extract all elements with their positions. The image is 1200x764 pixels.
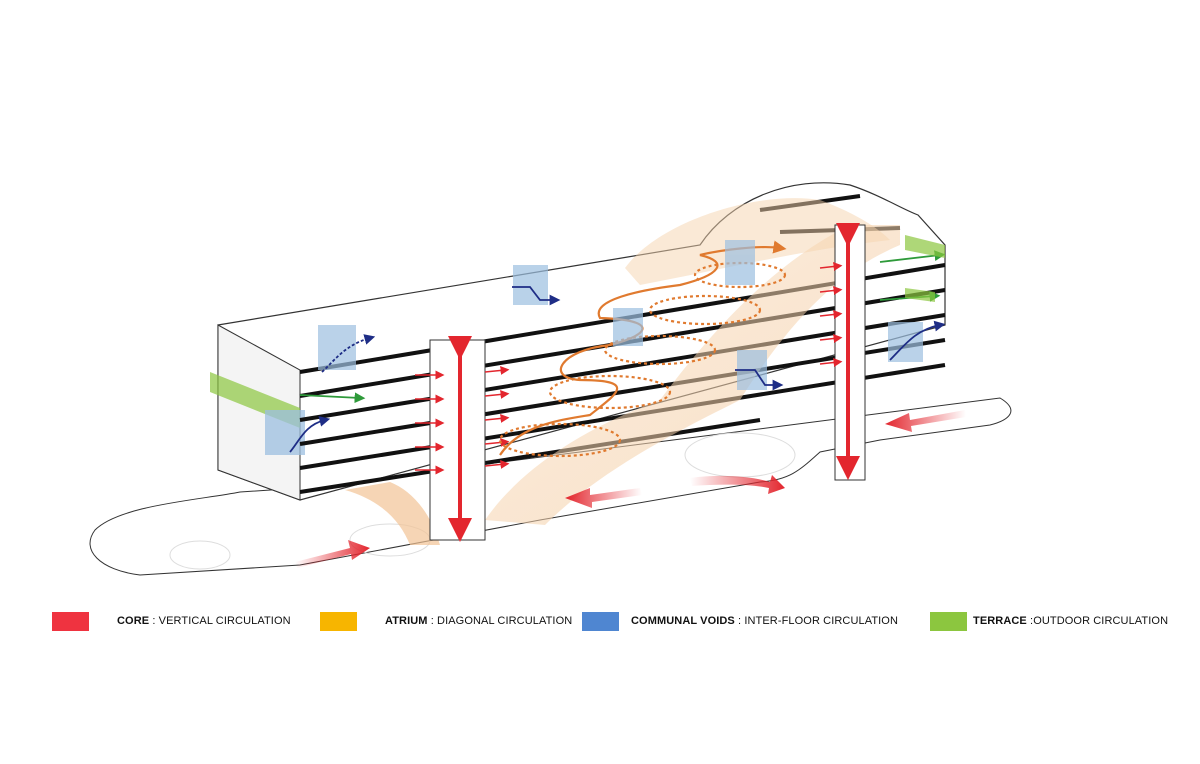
legend-swatch-core: [52, 611, 89, 631]
core-floor-arrows: [415, 262, 843, 475]
core-vertical-arrows: [448, 223, 860, 542]
legend-swatch-atrium: [320, 611, 357, 631]
legend-item-communal-voids: COMMUNAL VOIDS : INTER-FLOOR CIRCULATION: [582, 610, 898, 632]
void-box: [613, 308, 643, 346]
entry-arrow: [565, 488, 642, 508]
building-block: [210, 182, 946, 545]
entry-arrows: [295, 410, 966, 568]
entry-arrow: [690, 475, 785, 494]
entry-arrow: [885, 410, 966, 432]
void-box: [513, 265, 548, 305]
legend-label-terrace: TERRACE :OUTDOOR CIRCULATION: [973, 615, 1169, 627]
legend-label-core: CORE : VERTICAL CIRCULATION: [117, 615, 291, 627]
ground-circle: [169, 540, 231, 570]
legend-swatch-terrace: [930, 611, 967, 631]
legend-label-communal-voids: COMMUNAL VOIDS : INTER-FLOOR CIRCULATION: [631, 615, 899, 627]
atrium-under: [345, 482, 440, 545]
communal-voids: [318, 240, 923, 390]
legend: CORE : VERTICAL CIRCULATION ATRIUM : DIA…: [0, 610, 1200, 634]
core-column-left: [429, 339, 486, 541]
communal-void-left: [265, 410, 305, 455]
left-end-face: [217, 324, 301, 501]
void-box: [725, 240, 755, 285]
terrace-green-right: [905, 235, 945, 258]
legend-label-atrium: ATRIUM : DIAGONAL CIRCULATION: [385, 615, 573, 627]
atrium-volume: [485, 225, 900, 525]
circulation-diagram: [89, 182, 1012, 576]
entry-arrow: [295, 540, 370, 568]
terrace-green-right-2: [905, 288, 935, 302]
void-arrows: [289, 286, 946, 453]
atrium-top: [625, 198, 890, 285]
legend-item-atrium: ATRIUM : DIAGONAL CIRCULATION: [320, 610, 572, 632]
legend-item-core: CORE : VERTICAL CIRCULATION: [52, 610, 291, 632]
legend-item-terrace: TERRACE :OUTDOOR CIRCULATION: [930, 610, 1168, 632]
legend-swatch-communal-voids: [582, 611, 619, 631]
